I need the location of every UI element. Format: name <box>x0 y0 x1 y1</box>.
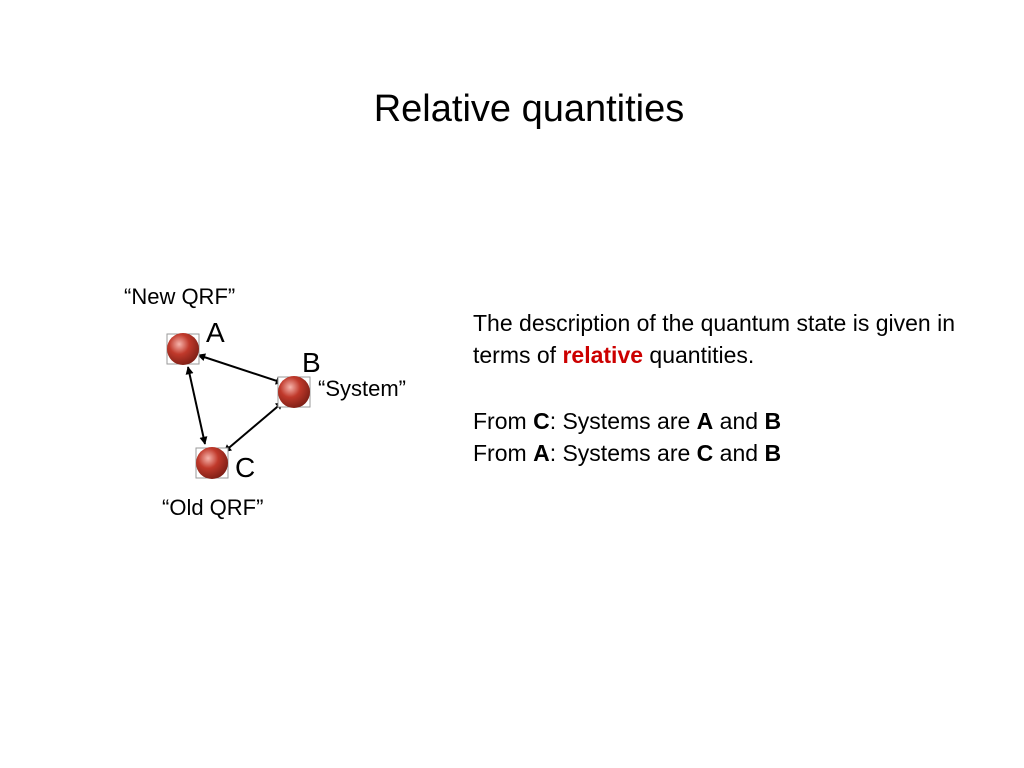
node-b-label: B <box>302 349 321 377</box>
from-a-prefix: From <box>473 440 533 466</box>
from-a-frame: A <box>533 440 550 466</box>
edge-a-b <box>198 355 283 383</box>
from-a-system-1: C <box>697 440 714 466</box>
edge-a-c <box>188 367 205 444</box>
from-a-middle: : Systems are <box>550 440 697 466</box>
description-text: The description of the quantum state is … <box>473 307 993 469</box>
node-a-role-label: “New QRF” <box>124 286 235 308</box>
relative-highlight: relative <box>562 342 643 368</box>
node-c-role-label: “Old QRF” <box>162 497 263 519</box>
from-c-middle: : Systems are <box>550 408 697 434</box>
from-a-conj: and <box>713 440 764 466</box>
node-c-label: C <box>235 454 255 482</box>
node-a-label: A <box>206 319 225 347</box>
from-c-system-1: A <box>697 408 714 434</box>
from-a-system-2: B <box>764 440 781 466</box>
from-a-line: From A: Systems are C and B <box>473 437 993 469</box>
node-b-role-label: “System” <box>318 378 406 400</box>
node-b-ball <box>278 376 310 408</box>
from-c-line: From C: Systems are A and B <box>473 405 993 437</box>
node-a-ball <box>167 333 199 365</box>
edge-c-b <box>224 402 283 452</box>
from-c-system-2: B <box>764 408 781 434</box>
node-c-ball <box>196 447 228 479</box>
relative-quantities-statement: The description of the quantum state is … <box>473 307 993 371</box>
from-c-frame: C <box>533 408 550 434</box>
statement-post: quantities. <box>643 342 754 368</box>
from-c-prefix: From <box>473 408 533 434</box>
from-c-conj: and <box>713 408 764 434</box>
